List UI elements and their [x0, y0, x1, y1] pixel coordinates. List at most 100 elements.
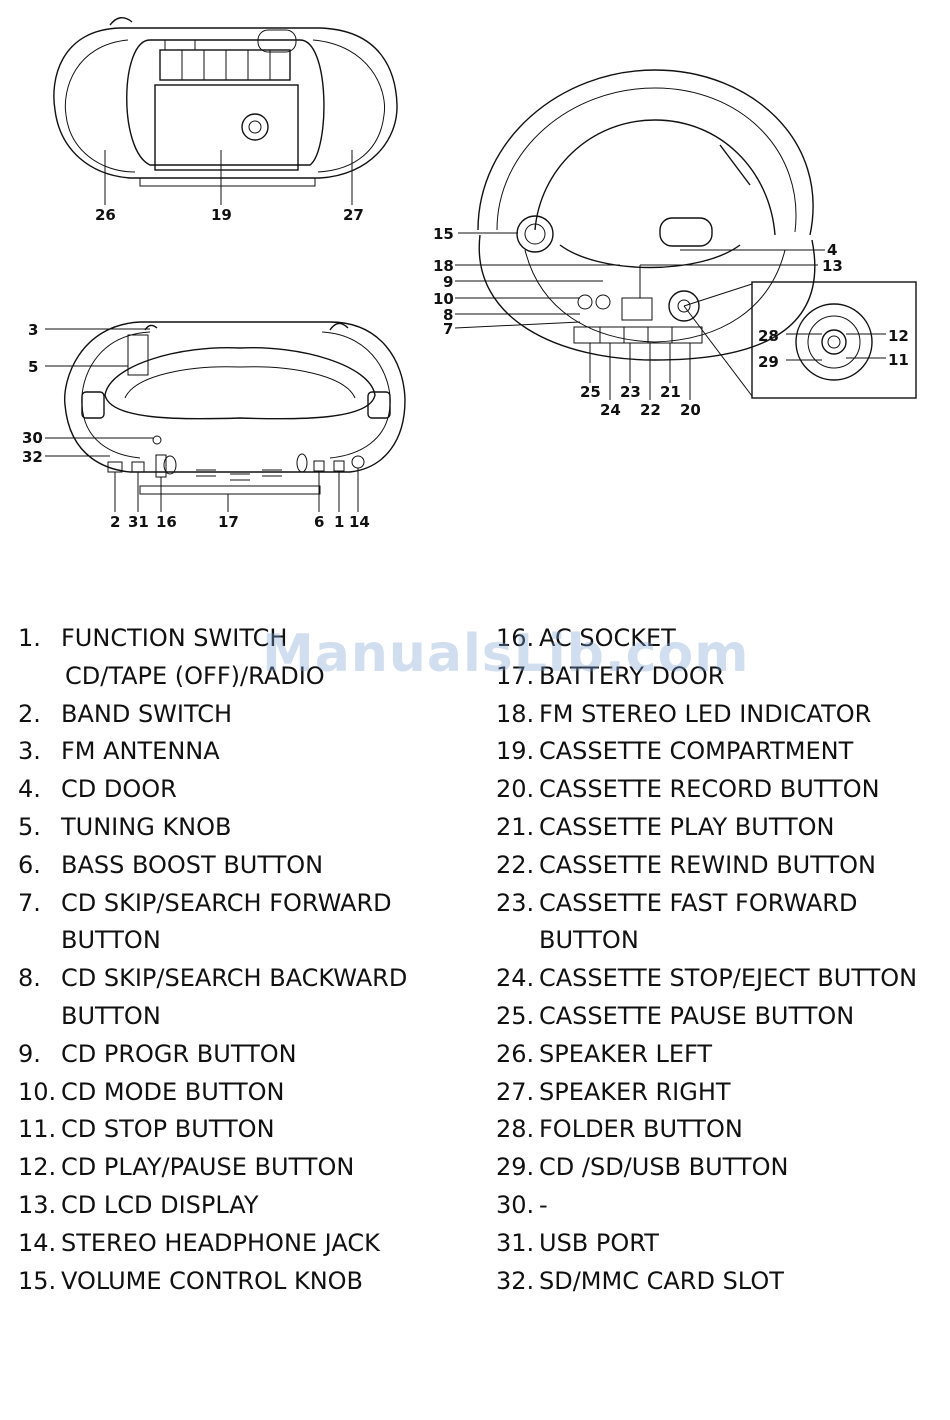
legend-item: 2.BAND SWITCH: [18, 696, 488, 734]
legend-item: 24.CASSETTE STOP/EJECT BUTTON: [496, 960, 946, 998]
legend-item-text: CASSETTE COMPARTMENT: [539, 733, 946, 771]
callout-31: 31: [128, 513, 149, 531]
legend-item-label: FUNCTION SWITCH: [61, 624, 288, 652]
callout-25: 25: [580, 383, 601, 401]
legend-item-label-continued: CD/TAPE (OFF)/RADIO: [65, 661, 325, 690]
legend-item-number: 5.: [18, 812, 41, 841]
legend-item-text: CASSETTE PAUSE BUTTON: [539, 998, 946, 1036]
legend-item-label: CD LCD DISPLAY: [61, 1190, 259, 1219]
legend-item: 18.FM STEREO LED INDICATOR: [496, 696, 946, 734]
legend-item-label: CD PROGR BUTTON: [61, 1039, 297, 1068]
legend-item-text: CASSETTE PLAY BUTTON: [539, 809, 946, 847]
legend-item-number: 19.: [496, 737, 535, 766]
legend-item-label: CASSETTE COMPARTMENT: [539, 737, 854, 766]
legend-item-number: 25.: [496, 1001, 535, 1030]
legend-item-number: 21.: [496, 812, 535, 841]
legend-item-number: 4.: [18, 775, 41, 804]
legend-item-label: CD STOP BUTTON: [61, 1115, 275, 1144]
legend-item-label: STEREO HEADPHONE JACK: [61, 1228, 380, 1257]
legend-item-text: FUNCTION SWITCH CD/TAPE (OFF)/RADIO: [61, 620, 488, 696]
callout-3: 3: [28, 321, 38, 339]
callout-17: 17: [218, 513, 239, 531]
legend-item-text: CD LCD DISPLAY: [61, 1187, 488, 1225]
legend-item-text: BAND SWITCH: [61, 696, 488, 734]
callout-16: 16: [156, 513, 177, 531]
callout-12: 12: [888, 327, 909, 345]
boombox-diagrams: 26 19 27 3 5 30 32 2 31 16 17: [22, 17, 917, 531]
legend-item-number: 3.: [18, 737, 41, 766]
legend-item-number: 10.: [18, 1077, 57, 1106]
legend-item-label-continued: BUTTON: [539, 926, 639, 955]
callout-9: 9: [443, 273, 453, 291]
legend-item-label: -: [539, 1190, 548, 1219]
callout-7: 7: [443, 320, 453, 338]
legend-item-label: AC SOCKET: [539, 624, 676, 652]
callout-6: 6: [314, 513, 324, 531]
callout-20: 20: [680, 401, 701, 419]
legend-item-label: CASSETTE STOP/EJECT BUTTON: [539, 964, 918, 993]
legend-item: 4. CD DOOR: [18, 771, 488, 809]
callout-32: 32: [22, 448, 43, 466]
legend-item-label: CD SKIP/SEARCH BACKWARD: [61, 964, 408, 993]
legend-item-label: CD DOOR: [61, 775, 177, 804]
legend-item-label: CASSETTE REWIND BUTTON: [539, 850, 876, 879]
legend-item-text: FM STEREO LED INDICATOR: [539, 696, 946, 734]
legend-item: 32.SD/MMC CARD SLOT: [496, 1263, 946, 1301]
legend-item: 28.FOLDER BUTTON: [496, 1111, 946, 1149]
legend-item-text: CASSETTE RECORD BUTTON: [539, 771, 946, 809]
legend-item-label: CD MODE BUTTON: [61, 1077, 285, 1106]
callout-28: 28: [758, 327, 779, 345]
legend-item: 31.USB PORT: [496, 1225, 946, 1263]
callout-11: 11: [888, 351, 909, 369]
legend-item: 3. FM ANTENNA: [18, 733, 488, 771]
callout-8: 8: [443, 306, 453, 324]
top-view-drawing: [477, 69, 917, 399]
legend-item: 13.CD LCD DISPLAY: [18, 1187, 488, 1225]
legend-item-text: STEREO HEADPHONE JACK: [61, 1225, 488, 1263]
legend-item-label: CASSETTE RECORD BUTTON: [539, 775, 880, 804]
legend-item-text: CD MODE BUTTON: [61, 1074, 488, 1112]
legend-item-text: VOLUME CONTROL KNOB: [61, 1263, 488, 1301]
legend-item-text: CD DOOR: [61, 771, 488, 809]
legend-item: 10.CD MODE BUTTON: [18, 1074, 488, 1112]
legend-item-number: 32.: [496, 1266, 535, 1295]
legend-item: 17.BATTERY DOOR: [496, 658, 946, 696]
legend-item-number: 17.: [496, 661, 535, 690]
legend-item-number: 18.: [496, 699, 535, 728]
legend-item-number: 6.: [18, 850, 41, 879]
legend-item-text: CD STOP BUTTON: [61, 1111, 488, 1149]
callout-15: 15: [433, 225, 454, 243]
legend-item-label: SD/MMC CARD SLOT: [539, 1266, 784, 1295]
callout-23: 23: [620, 383, 641, 401]
legend-item-text: USB PORT: [539, 1225, 946, 1263]
legend-item-text: FOLDER BUTTON: [539, 1111, 946, 1149]
legend-item-label: VOLUME CONTROL KNOB: [61, 1266, 364, 1295]
callout-1: 1: [334, 513, 344, 531]
legend-item: 22.CASSETTE REWIND BUTTON: [496, 847, 946, 885]
legend-item-text: SPEAKER LEFT: [539, 1036, 946, 1074]
legend-item-number: 27.: [496, 1077, 535, 1106]
legend-item-text: BATTERY DOOR: [539, 658, 946, 696]
callout-4: 4: [827, 241, 837, 259]
legend-item-number: 20.: [496, 775, 535, 804]
callout-21: 21: [660, 383, 681, 401]
legend-item-number: 29.: [496, 1153, 535, 1182]
callout-19: 19: [211, 206, 232, 224]
legend-item-label: BATTERY DOOR: [539, 661, 725, 690]
legend-item: 30.-: [496, 1187, 946, 1225]
legend-item-number: 23.: [496, 888, 535, 917]
legend-item-text: FM ANTENNA: [61, 733, 488, 771]
legend-item: 6.BASS BOOST BUTTON: [18, 847, 488, 885]
legend-item-label: CASSETTE PLAY BUTTON: [539, 812, 835, 841]
callout-30: 30: [22, 429, 43, 447]
legend-item-text: TUNING KNOB: [61, 809, 488, 847]
back-view-drawing: [64, 321, 406, 495]
callout-26: 26: [95, 206, 116, 224]
